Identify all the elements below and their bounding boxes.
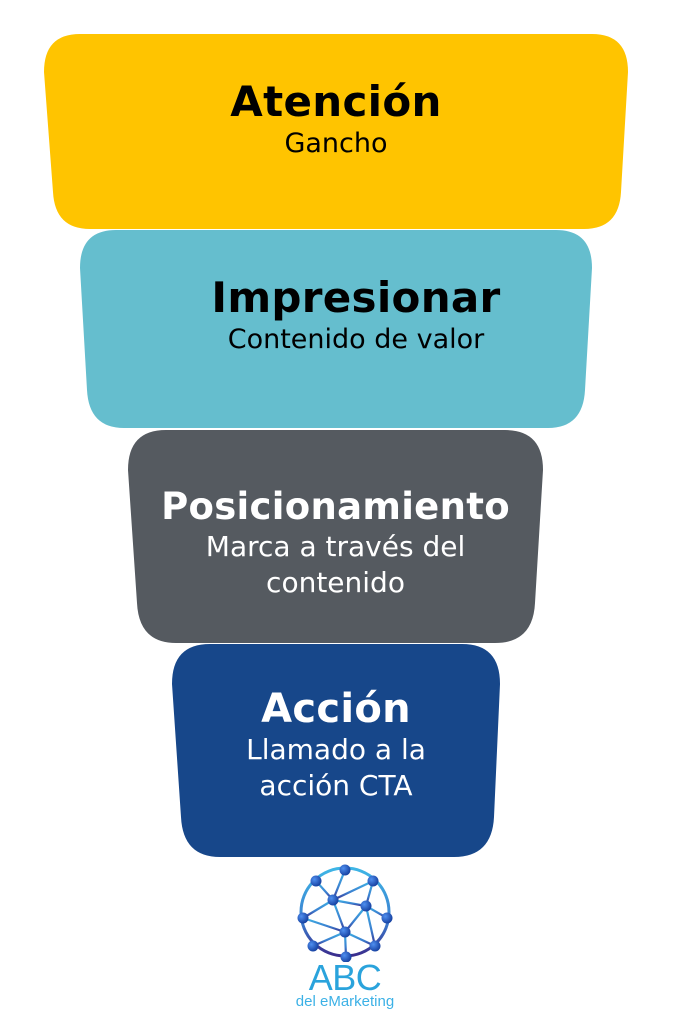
- funnel-layer-4-shape: [172, 644, 500, 857]
- layer-title: Impresionar: [211, 273, 501, 322]
- layer-subtitle-line-1: Marca a través del: [205, 529, 466, 563]
- funnel-layer-3: Posicionamiento Marca a través del conte…: [128, 485, 543, 599]
- brand-logo: ABC del eMarketing: [270, 862, 420, 1022]
- layer-title: Posicionamiento: [161, 485, 510, 528]
- layer-subtitle-line-1: Llamado a la: [246, 733, 426, 766]
- funnel-layer-4: Acción Llamado a la acción CTA: [172, 686, 500, 802]
- funnel-layer-3-shape: [128, 430, 543, 643]
- funnel-layer-2: Impresionar Contenido de valor: [100, 273, 612, 356]
- funnel-layer-2-shape: [80, 230, 592, 428]
- funnel-layer-1-shape: [44, 34, 628, 229]
- network-globe-icon: [297, 864, 393, 962]
- funnel-layer-1: Atención Gancho: [44, 77, 628, 160]
- layer-title: Atención: [230, 77, 442, 126]
- layer-title: Acción: [261, 686, 411, 732]
- logo-tagline: del eMarketing: [295, 993, 395, 1010]
- layer-subtitle-line-2: acción CTA: [259, 769, 413, 803]
- layer-subtitle-line-2: contenido: [266, 565, 405, 599]
- logo-brand-text: ABC: [308, 957, 382, 998]
- layer-subtitle: Contenido de valor: [227, 324, 485, 356]
- layer-subtitle: Gancho: [284, 128, 388, 160]
